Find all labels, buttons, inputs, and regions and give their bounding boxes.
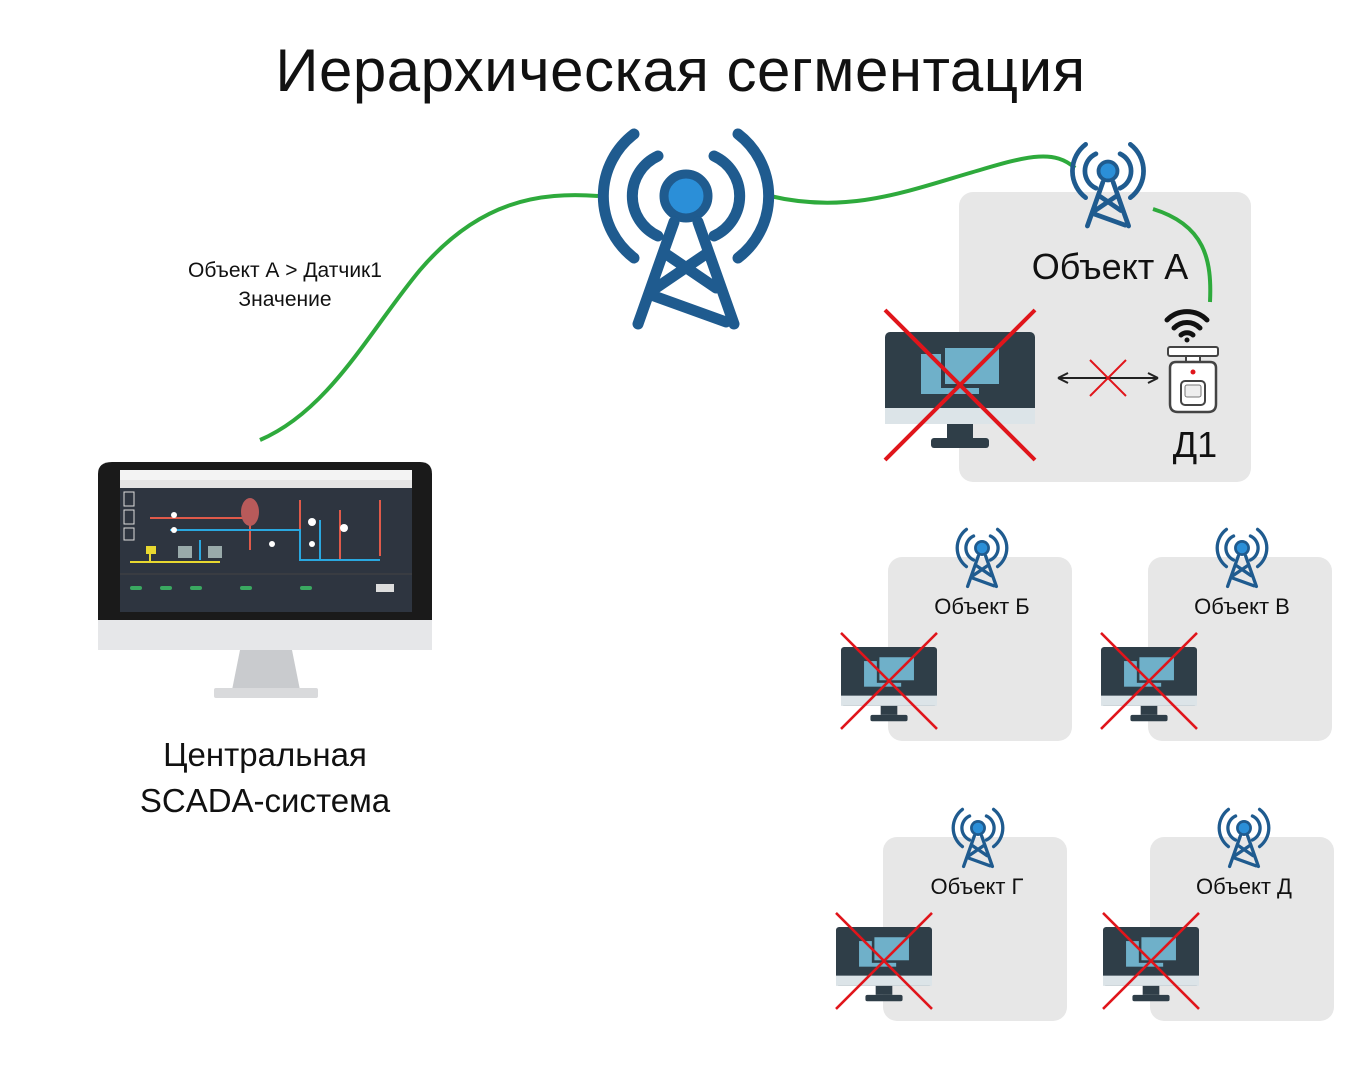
- blocked-link-arrow-icon: [1057, 359, 1159, 397]
- site-v-label: Объект В: [1194, 594, 1290, 619]
- link-central-tower-to-site-a: [769, 154, 1077, 205]
- message-line-1: Объект А > Датчик1: [188, 259, 382, 282]
- site-b-tower-icon: [955, 527, 1009, 589]
- scada-monitor-icon: [98, 462, 432, 698]
- diagram-title: Иерархическая сегментация: [275, 37, 1086, 104]
- site-v-tower-icon: [1215, 527, 1269, 589]
- site-d-tower-icon: [1217, 807, 1271, 869]
- central-tower-icon: [603, 134, 768, 324]
- site-d-monitor-crossed-icon: [1101, 911, 1201, 1011]
- sensor-device-icon: [1167, 346, 1219, 414]
- site-b-label: Объект Б: [934, 594, 1030, 619]
- sensor-label: Д1: [1172, 424, 1218, 465]
- link-scada-to-central-tower: [259, 193, 599, 442]
- message-line-2: Значение: [238, 288, 332, 311]
- site-g-tower-icon: [951, 807, 1005, 869]
- site-g-label: Объект Г: [930, 874, 1024, 899]
- site-a-tower-icon: [1072, 144, 1143, 226]
- site-d-label: Объект Д: [1196, 874, 1292, 899]
- site-v-monitor-crossed-icon: [1099, 631, 1199, 731]
- site-b-monitor-crossed-icon: [839, 631, 939, 731]
- scada-label: Центральная SCADA-система: [100, 732, 430, 824]
- site-a-monitor-crossed-icon: [883, 308, 1037, 462]
- scada-label-line-2: SCADA-система: [139, 782, 391, 819]
- message-label: Объект А > Датчик1 Значение: [150, 256, 420, 314]
- link-site-a-tower-to-sensor: [1152, 207, 1213, 303]
- scada-label-line-1: Центральная: [163, 736, 367, 773]
- site-g-monitor-crossed-icon: [834, 911, 934, 1011]
- site-a-label: Объект А: [1031, 246, 1189, 287]
- wifi-icon: [1164, 309, 1210, 343]
